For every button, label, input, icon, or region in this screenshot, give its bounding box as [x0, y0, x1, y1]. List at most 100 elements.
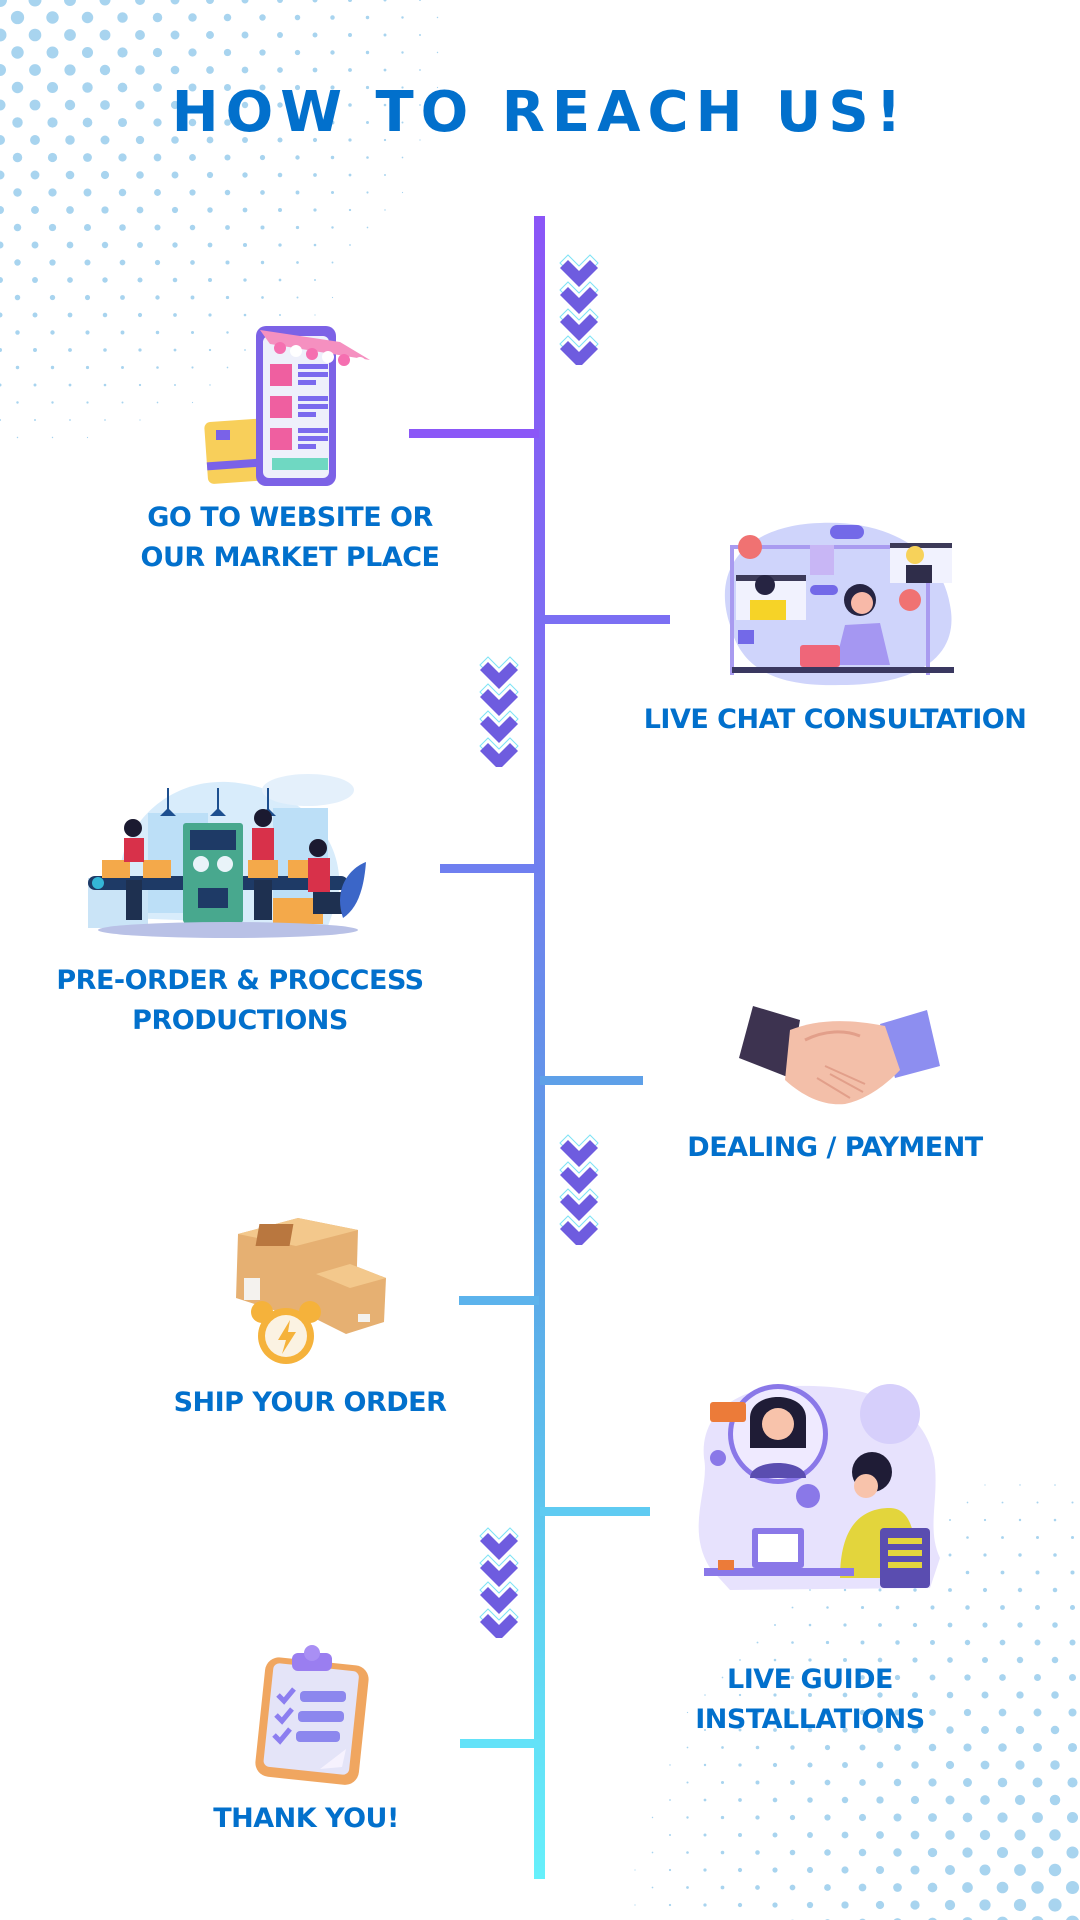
dot [171, 171, 179, 179]
dot [294, 49, 301, 56]
dot [999, 1639, 1006, 1646]
dot [1035, 1535, 1040, 1540]
dot [859, 1779, 866, 1786]
dot [1053, 1553, 1057, 1557]
dot [841, 1796, 849, 1804]
dot [241, 31, 249, 39]
dot [1035, 1605, 1040, 1610]
dot [893, 1778, 902, 1787]
dot [979, 1864, 991, 1876]
dot [49, 294, 56, 301]
dot [841, 1901, 849, 1909]
dot [791, 1641, 794, 1644]
dot [46, 11, 59, 24]
dot [46, 46, 59, 59]
dot [191, 366, 194, 369]
dot [842, 1762, 848, 1768]
dot [296, 261, 299, 264]
dot [13, 188, 22, 197]
dot [1050, 1725, 1060, 1735]
dot [51, 436, 54, 439]
dot [330, 155, 335, 160]
step-label: LIVE CHAT CONSULTATION [630, 700, 1040, 740]
dot [791, 1606, 794, 1609]
step-label-line: PRODUCTIONS [132, 1005, 348, 1036]
timeline-branch-step-5 [459, 1296, 539, 1305]
dot [772, 1762, 778, 1768]
dot [983, 1553, 987, 1557]
dot [259, 49, 266, 56]
dot [102, 312, 108, 318]
dot [980, 1760, 990, 1770]
step-label-line: SHIP YOUR ORDER [173, 1387, 447, 1418]
dot [83, 223, 92, 232]
dot [841, 1831, 849, 1839]
dot [981, 1656, 989, 1664]
dot [1067, 1742, 1078, 1753]
dot [68, 383, 72, 387]
dot [1034, 1674, 1041, 1681]
dot [755, 1780, 760, 1785]
dot [930, 1605, 935, 1610]
dot [208, 278, 212, 282]
dot [401, 156, 404, 159]
dot [32, 277, 38, 283]
dot [980, 1795, 990, 1805]
dot [878, 1623, 882, 1627]
dot [330, 190, 335, 195]
dot [949, 1519, 951, 1521]
dot [243, 278, 247, 282]
dot [738, 1798, 742, 1802]
dot [634, 1904, 636, 1906]
dot [910, 1830, 920, 1840]
dot [945, 1795, 955, 1805]
dot [99, 0, 111, 6]
dot [139, 419, 141, 421]
dot [86, 436, 89, 439]
dot [1035, 1570, 1040, 1575]
dot [841, 1866, 849, 1874]
step-label: PRE-ORDER & PROCCESS PRODUCTIONS [40, 961, 440, 1041]
dot [1052, 1587, 1058, 1593]
dot [668, 1833, 672, 1837]
dot [824, 1814, 831, 1821]
dot [1036, 1501, 1039, 1504]
dot [703, 1903, 707, 1907]
step-label-line: OUR MARKET PLACE [140, 542, 440, 573]
dot [29, 64, 41, 76]
dot [982, 1622, 988, 1628]
step-label-line: THANK YOU! [213, 1803, 399, 1834]
dot [634, 1869, 636, 1871]
dot [1031, 1846, 1044, 1859]
dot [1054, 1484, 1056, 1486]
dot [894, 1744, 901, 1751]
dot [737, 1867, 743, 1873]
dot [1001, 1536, 1004, 1539]
dot [86, 401, 89, 404]
dot [172, 242, 178, 248]
dot [720, 1815, 725, 1820]
dot [1034, 1639, 1041, 1646]
dot [135, 65, 145, 75]
dot [259, 154, 266, 161]
dot [436, 16, 439, 19]
dot [928, 1743, 937, 1752]
dot [824, 1779, 831, 1786]
chevron-group-2 [479, 656, 519, 767]
dot [13, 223, 22, 232]
dot [48, 223, 57, 232]
dot [99, 29, 111, 41]
dot [242, 242, 248, 248]
dot [962, 1882, 973, 1893]
dot [1052, 1622, 1058, 1628]
dot [349, 244, 351, 246]
dot [651, 1816, 654, 1819]
dot [997, 1777, 1008, 1788]
step-label-line: PRE-ORDER & PROCCESS [56, 965, 424, 996]
dot [755, 1745, 760, 1750]
dot [137, 242, 143, 248]
dot [348, 173, 352, 177]
dot [383, 68, 387, 72]
chevron-down-icon [559, 281, 599, 314]
dot [826, 1606, 829, 1609]
